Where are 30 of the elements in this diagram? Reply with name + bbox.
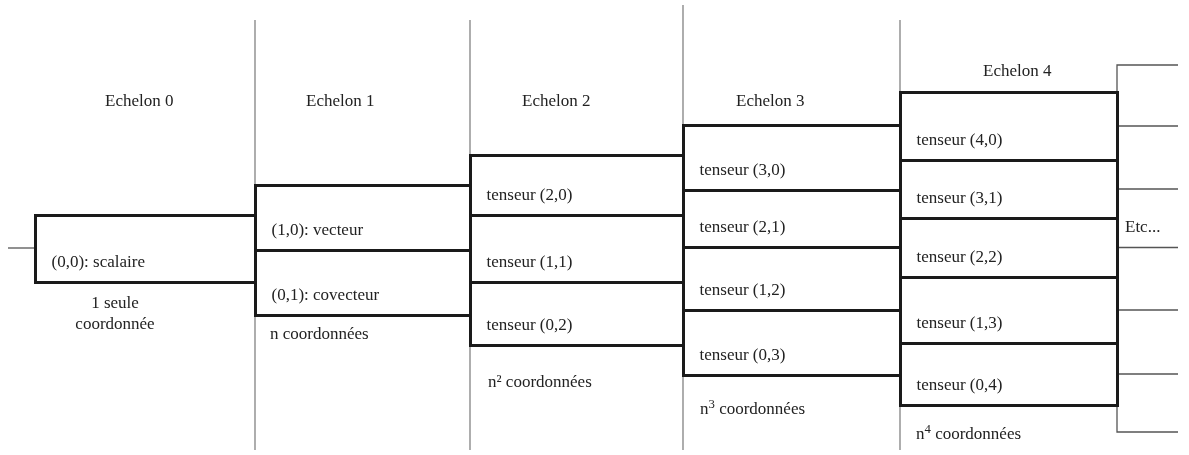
connector-line — [7, 247, 36, 249]
box-label: tenseur (0,3) — [699, 344, 787, 366]
box-label: tenseur (0,2) — [486, 314, 574, 336]
column-heading: Echelon 2 — [522, 90, 591, 112]
box-label: tenseur (0,4) — [916, 374, 1004, 396]
note-text: Etc... — [1125, 216, 1161, 238]
box-label: tenseur (1,2) — [699, 279, 787, 301]
box-label: tenseur (1,1) — [486, 251, 574, 273]
tensor-box — [33, 213, 257, 284]
box-label: tenseur (3,1) — [916, 187, 1004, 209]
box-label: tenseur (3,0) — [699, 159, 787, 181]
tensor-box — [898, 90, 1119, 162]
box-label: tenseur (4,0) — [916, 129, 1004, 151]
note-text: n coordonnées — [270, 323, 369, 345]
box-label: tenseur (1,3) — [916, 312, 1004, 334]
box-label: tenseur (2,2) — [916, 246, 1004, 268]
box-label: (1,0): vecteur — [271, 219, 365, 241]
column-heading: Echelon 0 — [105, 90, 174, 112]
connector-line — [1116, 64, 1179, 93]
note-text: n$^{4}$ coordonnées — [916, 423, 1022, 445]
note-text: n² coordonnées — [488, 371, 592, 393]
box-label: (0,1): covecteur — [271, 284, 381, 306]
box-label: tenseur (2,0) — [486, 184, 574, 206]
box-label: (0,0): scalaire — [51, 251, 146, 273]
column-heading: Echelon 4 — [983, 60, 1052, 82]
note-text: 1 seule coordonnée — [74, 292, 156, 335]
column-heading: Echelon 3 — [736, 90, 805, 112]
box-label: tenseur (2,1) — [699, 216, 787, 238]
note-text: n$^{3}$ coordonnées — [700, 398, 806, 420]
column-heading: Echelon 1 — [306, 90, 375, 112]
